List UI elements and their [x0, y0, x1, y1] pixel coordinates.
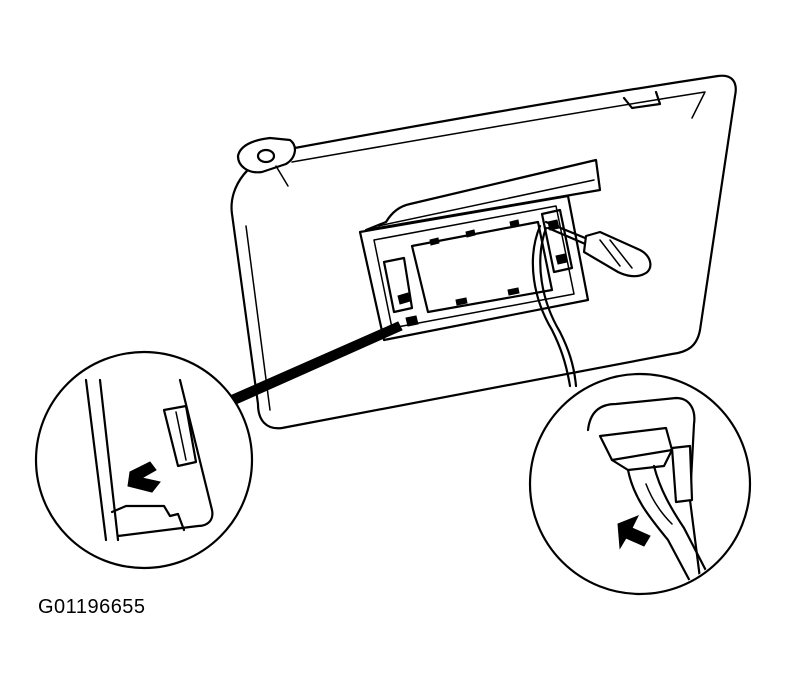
- mirror-housing: [358, 158, 602, 342]
- figure-id-label: G01196655: [38, 596, 146, 618]
- screwdriver: [544, 220, 652, 278]
- detail-circle-left: [34, 350, 254, 570]
- leader-right: [531, 224, 578, 388]
- detail-circle-right: [528, 372, 752, 596]
- mounting-clip: [236, 136, 296, 187]
